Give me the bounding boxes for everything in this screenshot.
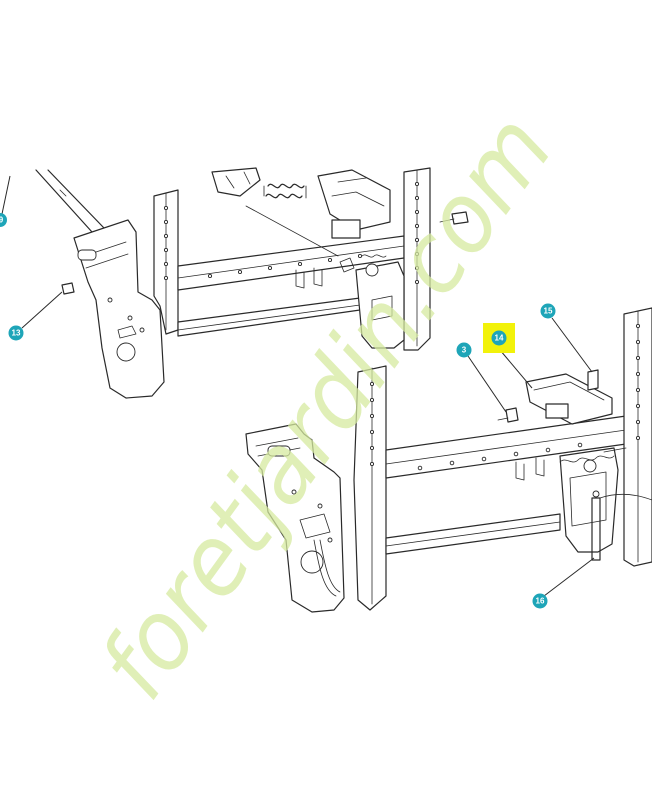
part-3-bolt	[505, 407, 519, 423]
bolt-13	[61, 282, 75, 295]
callout-3-badge	[456, 342, 472, 358]
callout-15-label: 15	[544, 307, 553, 316]
callout-9-label: 9	[0, 216, 4, 225]
callout-16-badge	[532, 593, 548, 609]
callout-3-group: 3	[456, 342, 507, 413]
callout-14-label: 14	[495, 334, 504, 343]
slot-hole	[77, 249, 97, 261]
callout-13-label: 13	[12, 329, 21, 338]
callout-16-group: 16	[532, 557, 595, 609]
upper-frame-assembly	[35, 167, 469, 399]
callout-16-label: 16	[536, 597, 545, 606]
callout-3-label: 3	[462, 346, 467, 355]
callout-13-group: 13	[8, 291, 63, 341]
callout-15-group: 15	[540, 303, 593, 373]
callout-13-badge	[8, 325, 24, 341]
callout-15-badge	[540, 303, 556, 319]
lower-frame-assembly	[245, 307, 652, 613]
part-16-rod	[591, 497, 601, 561]
callout-14-badge	[491, 330, 507, 346]
callout-9-group: 9	[0, 175, 11, 227]
callout-14-group: 14	[483, 323, 533, 389]
part-15-pin	[587, 369, 599, 391]
callout-9-badge	[0, 213, 7, 227]
part-14-plate	[525, 373, 613, 425]
